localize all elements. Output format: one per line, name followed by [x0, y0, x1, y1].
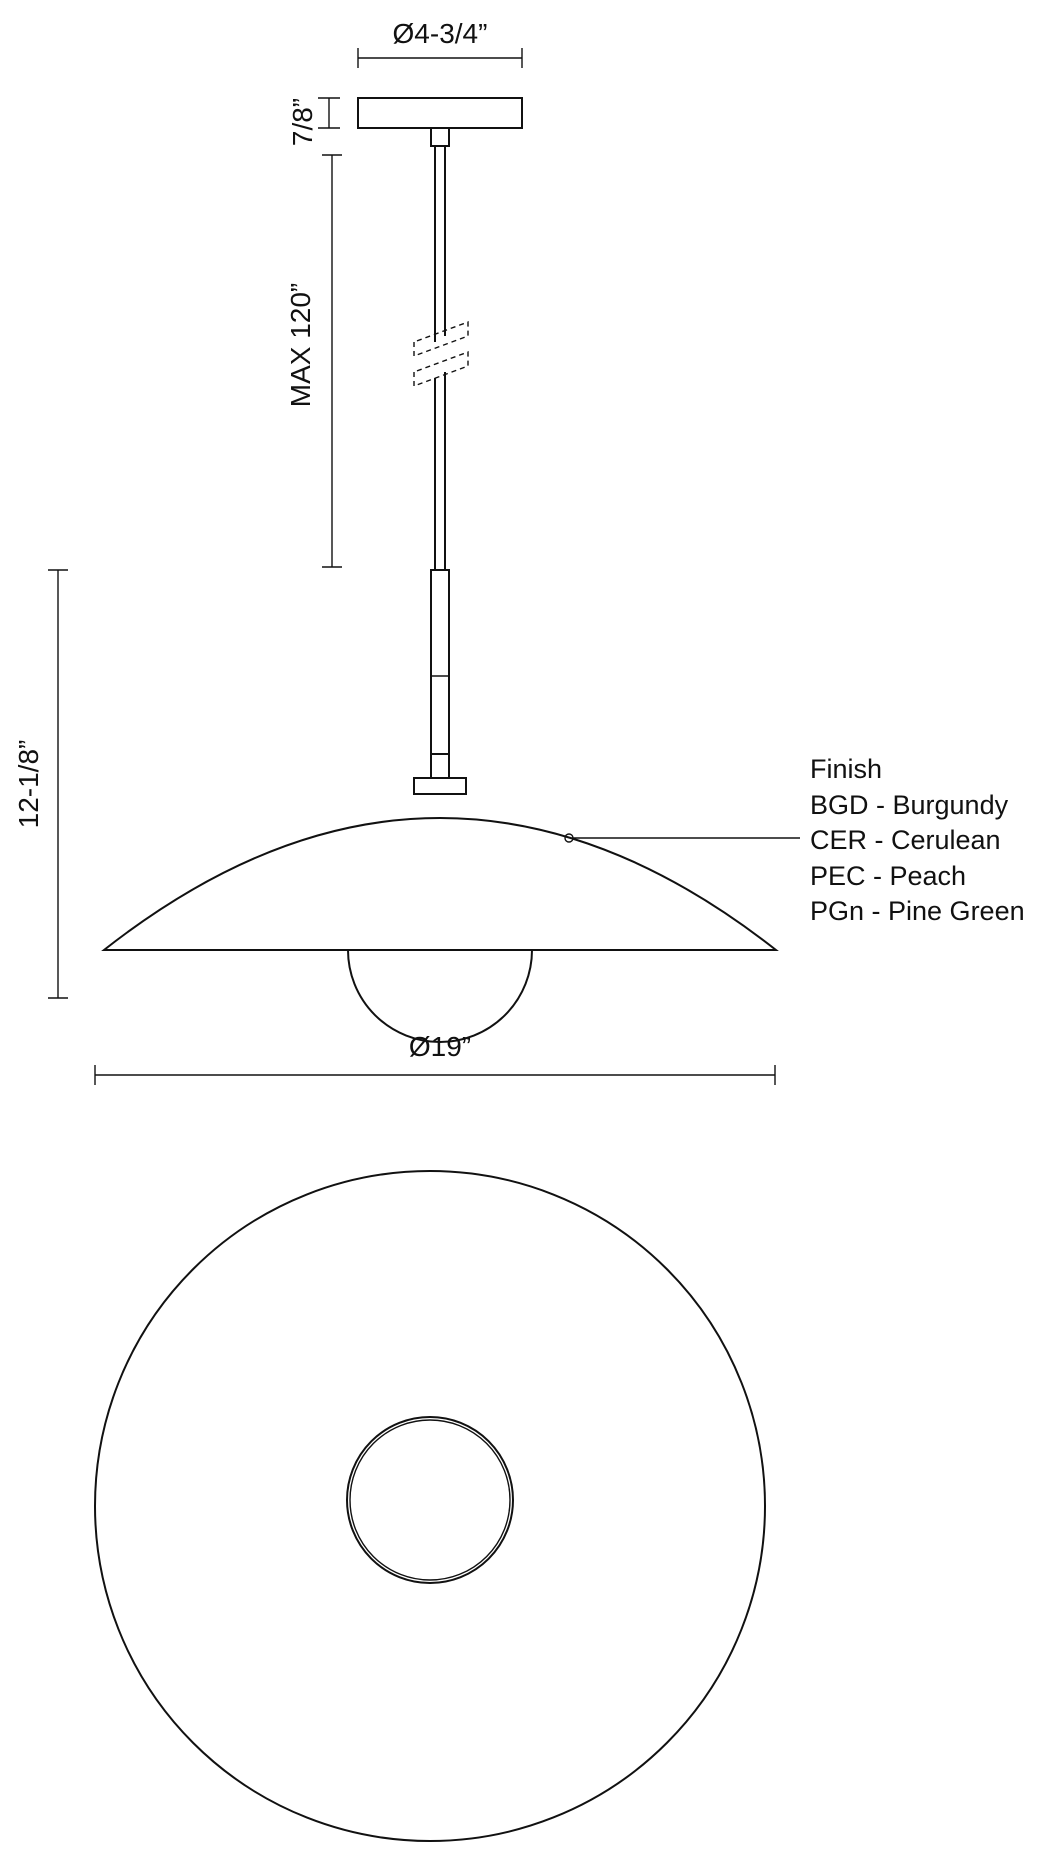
shade-bottom-view — [94, 1170, 766, 1842]
canopy-height-label: 7/8” — [287, 98, 318, 146]
finish-option: CER - Cerulean — [810, 825, 1001, 855]
shade-diameter-label: Ø19” — [409, 1031, 471, 1062]
fixture-height-label: 12-1/8” — [13, 740, 44, 829]
stem-length-dimension: MAX 120” — [285, 154, 342, 568]
canopy — [357, 97, 523, 147]
finish-option: PEC - Peach — [810, 860, 967, 891]
fixture-height-dimension: 12-1/8” — [13, 569, 68, 999]
finish-list: Finish BGD - Burgundy CER - Cerulean PEC… — [810, 752, 1025, 930]
finish-leader — [564, 833, 800, 843]
canopy-diameter-label: Ø4-3/4” — [393, 18, 488, 49]
stem — [413, 146, 469, 795]
finish-option: BGD - Burgundy — [810, 789, 1009, 820]
finish-heading: Finish — [810, 754, 883, 784]
finish-option: PGn - Pine Green — [810, 896, 1025, 926]
stem-length-label: MAX 120” — [285, 283, 316, 408]
shade-side-view — [101, 817, 779, 1043]
canopy-diameter-dimension: Ø4-3/4” — [357, 18, 523, 68]
canopy-height-dimension: 7/8” — [287, 97, 340, 146]
shade-diameter-dimension: Ø19” — [94, 1031, 776, 1085]
